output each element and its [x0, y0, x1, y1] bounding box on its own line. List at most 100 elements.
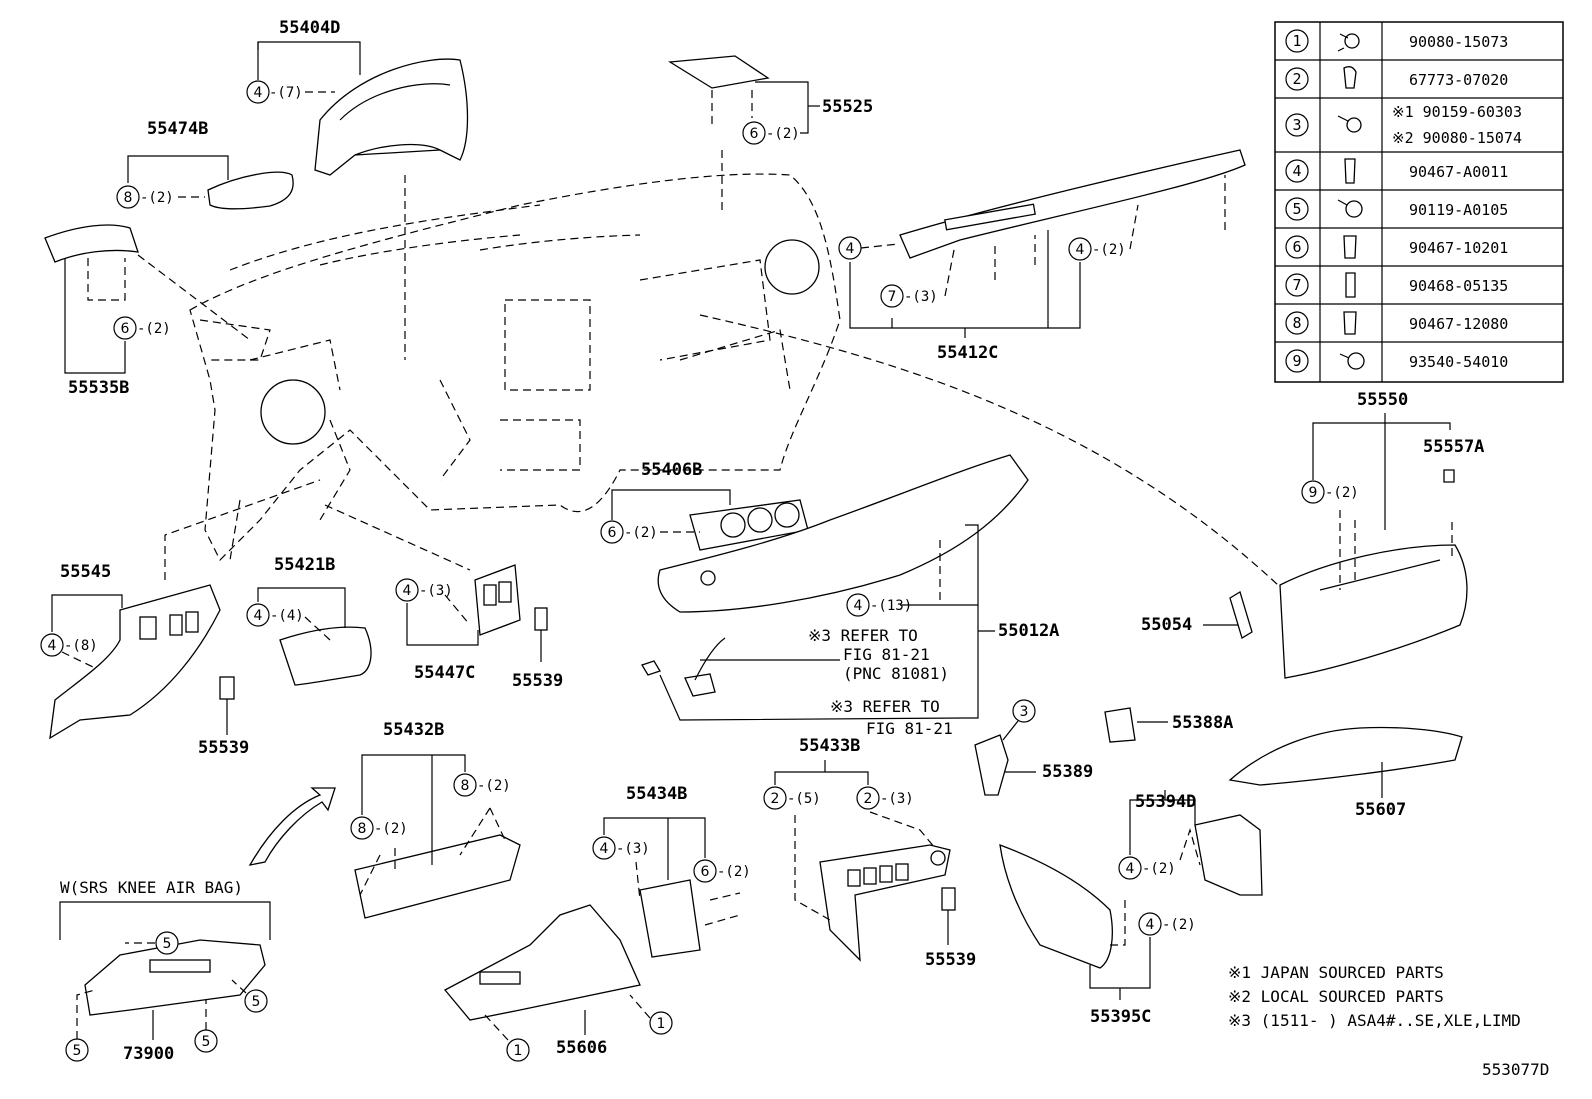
- part-55539[interactable]: 55539: [512, 607, 563, 691]
- svg-text:FIG 81-21: FIG 81-21: [866, 719, 953, 738]
- part-55395C[interactable]: 55395C 4 -(2): [999, 844, 1196, 1027]
- part-55525[interactable]: 55525 6 -(2): [668, 55, 873, 215]
- svg-text:-(5): -(5): [787, 791, 821, 807]
- svg-text:90467-A0011: 90467-A0011: [1409, 163, 1508, 181]
- part-label: 55557A: [1423, 437, 1484, 457]
- part-55394D[interactable]: 55394D 4 -(2): [1118, 790, 1263, 896]
- svg-text:-(2): -(2): [137, 321, 171, 337]
- clip-icon: [1344, 158, 1356, 184]
- part-label: 55432B: [383, 720, 444, 740]
- part-55404D[interactable]: 55404D 4 -(7): [246, 18, 469, 360]
- part-55421B[interactable]: 55421B 4 -(4): [246, 555, 372, 686]
- table-row: 2 67773-07020: [1285, 66, 1508, 91]
- svg-text:5: 5: [202, 1034, 211, 1050]
- svg-text:-(2): -(2): [717, 864, 751, 880]
- clip-icon: [1345, 272, 1356, 298]
- svg-text:8: 8: [124, 190, 133, 206]
- svg-text:-(13): -(13): [870, 598, 912, 614]
- part-55539[interactable]: 55539: [925, 887, 976, 970]
- part-55535B[interactable]: 55535B 6 -(2): [44, 224, 251, 398]
- svg-text:-(2): -(2): [624, 525, 658, 541]
- svg-text:4: 4: [600, 841, 609, 857]
- svg-text:-(8): -(8): [64, 638, 98, 654]
- knee-airbag-label: W(SRS KNEE AIR BAG): [60, 878, 243, 897]
- clip-icon: [1343, 66, 1357, 89]
- part-55406B[interactable]: 55406B 6 -(2): [600, 460, 809, 551]
- svg-text:90467-10201: 90467-10201: [1409, 239, 1508, 257]
- svg-text:2: 2: [1292, 70, 1301, 88]
- svg-text:7: 7: [1292, 276, 1301, 294]
- part-55433B[interactable]: 55433B 2 -(5) 2 -(3): [763, 736, 951, 962]
- part-55447C[interactable]: 55447C 4 -(3): [324, 504, 521, 683]
- part-label: 55394D: [1135, 792, 1196, 812]
- part-label: 55421B: [274, 555, 335, 575]
- table-row: 4 90467-A0011: [1285, 158, 1508, 184]
- screw-icon: [1337, 115, 1362, 133]
- svg-text:※3 REFER TO: ※3 REFER TO: [808, 626, 918, 645]
- part-55389[interactable]: 3 55389: [974, 699, 1093, 796]
- svg-text:4: 4: [254, 608, 263, 624]
- part-label: 55447C: [414, 663, 475, 683]
- part-label: 55434B: [626, 784, 687, 804]
- part-label: 55388A: [1172, 713, 1233, 733]
- part-label: 55606: [556, 1038, 607, 1058]
- svg-text:93540-54010: 93540-54010: [1409, 353, 1508, 371]
- svg-text:-(3): -(3): [880, 791, 914, 807]
- svg-text:90467-12080: 90467-12080: [1409, 315, 1508, 333]
- table-row: 3 ※1 90159-60303 ※2 90080-15074: [1285, 103, 1522, 147]
- svg-text:5: 5: [73, 1043, 82, 1059]
- part-label: 55012A: [998, 621, 1059, 641]
- svg-text:-(2): -(2): [1142, 861, 1176, 877]
- svg-text:-(2): -(2): [766, 126, 800, 142]
- svg-text:3: 3: [1020, 704, 1029, 720]
- svg-text:1: 1: [514, 1043, 523, 1059]
- part-55539[interactable]: 55539: [198, 676, 249, 758]
- part-55607[interactable]: 55607: [1228, 726, 1463, 820]
- part-55388A[interactable]: 55388A: [1104, 707, 1233, 743]
- svg-text:6: 6: [121, 321, 130, 337]
- part-55550[interactable]: 55550 9 -(2) 55557A: [699, 314, 1484, 679]
- svg-text:6: 6: [1292, 238, 1301, 256]
- table-row: 7 90468-05135: [1285, 272, 1508, 298]
- svg-text:8: 8: [358, 821, 367, 837]
- svg-text:※2 LOCAL SOURCED PARTS: ※2 LOCAL SOURCED PARTS: [1228, 987, 1444, 1006]
- svg-text:5: 5: [252, 994, 261, 1010]
- part-55606[interactable]: 55606 1 1: [443, 904, 673, 1062]
- svg-text:4: 4: [846, 241, 855, 257]
- svg-text:9: 9: [1309, 485, 1318, 501]
- part-55054[interactable]: 55054: [1141, 591, 1253, 639]
- svg-text:8: 8: [461, 778, 470, 794]
- svg-text:2: 2: [771, 791, 780, 807]
- svg-text:-(2): -(2): [1325, 485, 1359, 501]
- svg-text:4: 4: [403, 583, 412, 599]
- svg-text:4: 4: [1126, 861, 1135, 877]
- part-label: 55395C: [1090, 1007, 1151, 1027]
- part-label: 55535B: [68, 378, 129, 398]
- svg-text:4: 4: [48, 638, 57, 654]
- svg-text:-(3): -(3): [419, 583, 453, 599]
- svg-text:2: 2: [864, 791, 873, 807]
- svg-text:6: 6: [608, 525, 617, 541]
- svg-text:90080-15073: 90080-15073: [1409, 33, 1508, 51]
- part-73900[interactable]: W(SRS KNEE AIR BAG) 73900 5 5 5 5: [59, 787, 336, 1064]
- bolt-icon: [1337, 199, 1363, 218]
- table-row: 1 90080-15073: [1285, 29, 1508, 53]
- part-label: 55474B: [147, 119, 208, 139]
- part-55545[interactable]: 55545 4 -(8): [40, 479, 321, 740]
- part-55432B[interactable]: 55432B 8 -(2) 8 -(2): [350, 720, 521, 919]
- part-label: 55539: [198, 738, 249, 758]
- svg-text:※1 JAPAN SOURCED PARTS: ※1 JAPAN SOURCED PARTS: [1228, 963, 1444, 982]
- svg-text:90119-A0105: 90119-A0105: [1409, 201, 1508, 219]
- part-55474B[interactable]: 55474B 8 -(2): [116, 119, 294, 210]
- part-55012A[interactable]: 55012A 4 -(13) ※3 REFER TO FIG 81-21 (PN…: [641, 454, 1059, 738]
- svg-text:4: 4: [1146, 917, 1155, 933]
- svg-text:6: 6: [701, 864, 710, 880]
- part-label: 55545: [60, 562, 111, 582]
- part-label: 55433B: [799, 736, 860, 756]
- part-55412C[interactable]: 55412C 4 7 -(3) 4 -(2): [838, 149, 1246, 363]
- clip-icon: [1343, 311, 1357, 335]
- part-55434B[interactable]: 55434B 4 -(3) 6 -(2): [592, 784, 751, 958]
- part-label: 55550: [1357, 390, 1408, 410]
- svg-text:-(2): -(2): [1162, 917, 1196, 933]
